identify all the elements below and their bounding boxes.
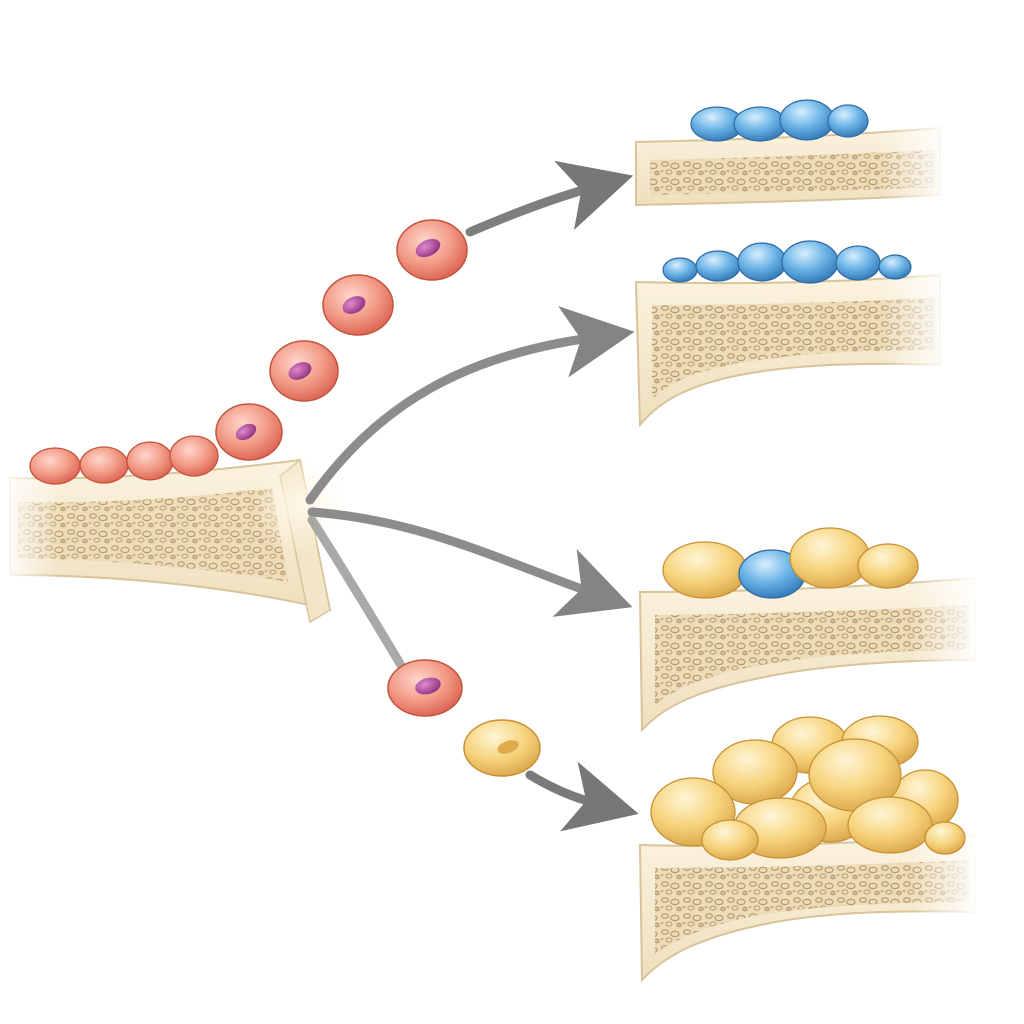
nucleus [342,296,366,314]
nucleus [415,677,441,695]
progenitor-cell [79,446,129,484]
progenitor-cell [387,659,463,717]
lower-chain [387,659,541,777]
arrows [305,160,639,832]
nucleus [288,362,312,380]
osteoblast-cell [695,250,741,282]
osteoblast-cell [878,254,912,280]
nucleus [235,423,257,441]
lining-cells [29,435,219,485]
mixed-cells [662,527,919,599]
osteoblast-cell [733,106,787,142]
arrow-4-upper [307,515,410,677]
osteoblast-cell [827,104,869,138]
adipocyte-cell [701,819,759,861]
progenitor-cell [322,274,394,336]
osteoblast-cell [835,245,881,281]
progenitor-cell [126,441,174,481]
progenitor-cell [396,219,468,281]
adipocyte-cell [789,527,871,589]
outcome-1 [635,99,950,215]
nucleus [415,238,441,258]
osteoblast-cell [662,257,698,283]
osteoblast-cell [737,242,787,282]
arrow-4-lower [525,761,639,832]
osteoblast-cell [781,240,839,284]
progenitor-cell [29,447,81,485]
arrow-2 [305,306,635,505]
outcome-3 [638,527,980,735]
osteoblast-cells [690,99,869,142]
adipocyte-cell [857,543,919,589]
outcome-2 [634,240,950,428]
osteoblast-cell [779,99,835,141]
upper-progenitor-chain [215,219,468,461]
adipocyte-cell [847,796,933,854]
adipocyte-cell [463,719,541,777]
progenitor-cell [169,435,219,477]
arrow-3 [307,507,633,617]
adipocyte-cell [662,541,748,599]
outcome-4 [638,715,980,985]
nucleus [497,740,519,754]
adipocyte-cells [650,715,966,861]
progenitor-cell [215,403,283,461]
adipocyte-cell [924,821,966,855]
progenitor-cell [269,340,339,402]
osteoblast-cells [662,240,912,284]
arrow-1 [465,160,634,237]
